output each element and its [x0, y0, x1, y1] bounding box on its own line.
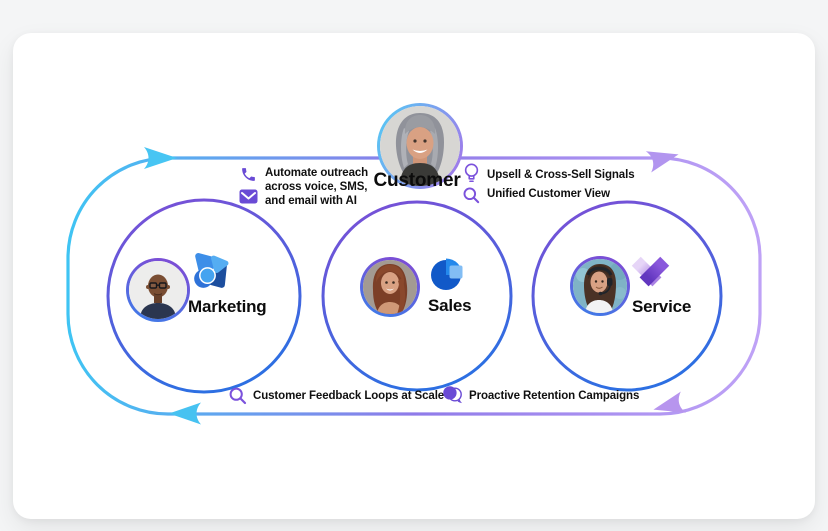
- customer-label: Customer: [373, 170, 461, 191]
- node-circles: [106, 198, 723, 394]
- service-avatar: [570, 256, 630, 316]
- arrow-top-right: [645, 151, 679, 173]
- arrow-top-left: [144, 147, 177, 169]
- marketing-label: Marketing: [188, 297, 267, 316]
- service-portrait: [573, 259, 627, 313]
- chat-bubble-icon: [443, 386, 463, 404]
- dynamics-sales-icon: [431, 258, 463, 290]
- service-label: Service: [632, 297, 692, 316]
- unified-view-annotation: Unified Customer View: [487, 188, 610, 200]
- retention-annotation: Proactive Retention Campaigns: [469, 390, 640, 402]
- sales-label: Sales: [428, 296, 472, 315]
- marketing-avatar: [126, 258, 190, 322]
- marketing-portrait: [129, 261, 187, 319]
- customer-avatar: [377, 103, 463, 189]
- arrow-bottom-left: [169, 402, 201, 425]
- magnifier-icon: [229, 387, 247, 405]
- sales-circle: [321, 200, 513, 392]
- customer-portrait: [380, 106, 460, 186]
- automate-outreach-text: Automate outreach across voice, SMS, and…: [265, 167, 368, 208]
- automate-outreach-line-1: Automate outreach: [265, 167, 369, 179]
- envelope-icon: [239, 189, 258, 204]
- dynamics-marketing-icon: [194, 253, 229, 288]
- dynamics-service-icon: [631, 256, 670, 287]
- magnifier-icon: [463, 187, 480, 204]
- sales-portrait: [363, 260, 417, 314]
- service-circle: [531, 200, 723, 392]
- marketing-circle: [106, 198, 302, 394]
- automate-outreach-line-3: and email with AI: [265, 194, 357, 207]
- sales-avatar: [360, 257, 420, 317]
- automate-outreach-line-2: across voice, SMS,: [265, 180, 368, 193]
- lightbulb-icon: [464, 163, 479, 183]
- feedback-annotation: Customer Feedback Loops at Scale: [253, 390, 445, 402]
- phone-icon: [242, 168, 255, 181]
- upsell-annotation: Upsell & Cross-Sell Signals: [487, 169, 635, 181]
- arrow-bottom-right: [653, 391, 687, 413]
